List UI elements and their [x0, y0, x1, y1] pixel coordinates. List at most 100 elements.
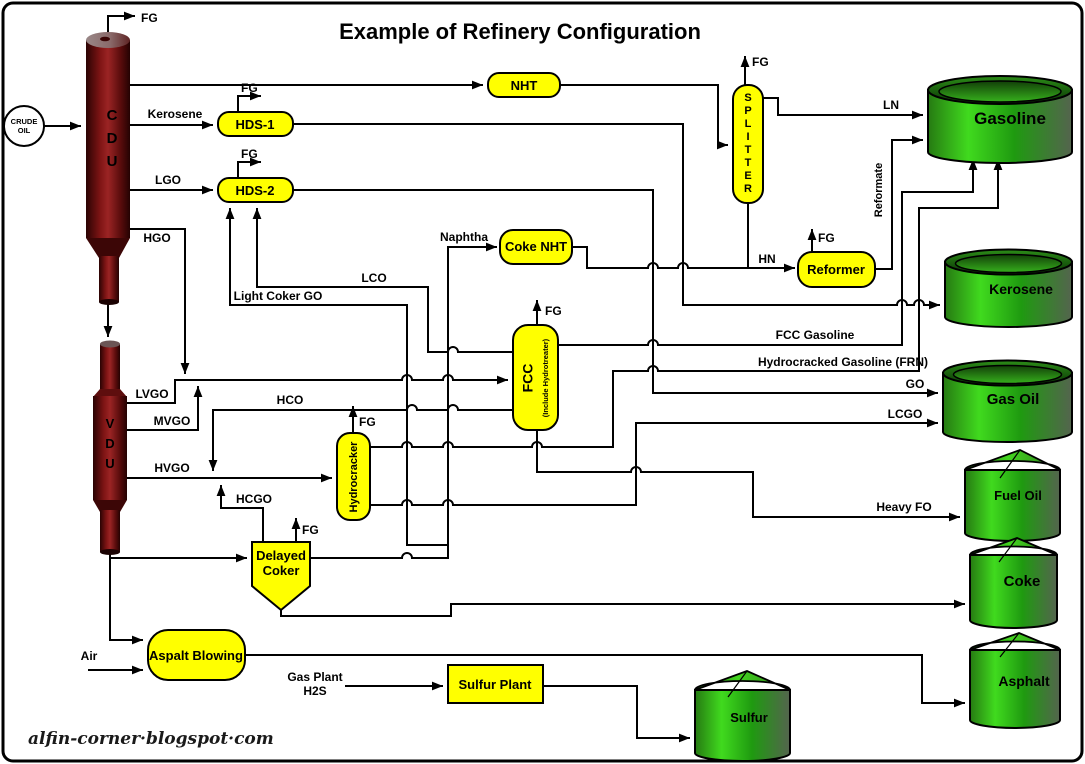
- line-hgo: [130, 228, 190, 374]
- gas-plant-label1: Gas Plant: [287, 670, 342, 684]
- tank-sulfur: Sulfur: [694, 670, 791, 762]
- fuel-oil-body: [964, 469, 1061, 542]
- fcc-box: [512, 324, 559, 431]
- gas-oil-rim-inner: [952, 364, 1063, 385]
- lgo-label: LGO: [155, 173, 181, 187]
- unit-hydrocracker: Hydrocracker: [336, 432, 371, 521]
- unit-reformer: Reformer: [797, 251, 876, 288]
- hcgo-label: HCGO: [236, 492, 272, 506]
- line-coker-coke-tank: [280, 599, 965, 617]
- tank-fuel-oil: Fuel Oil: [964, 449, 1061, 542]
- lvgo-label: LVGO: [135, 387, 168, 401]
- asphalt-body: [969, 649, 1061, 729]
- fg-hydrocracker-label: FG: [359, 415, 376, 429]
- asphalt-roof: [969, 632, 1061, 652]
- air-label: Air: [81, 649, 98, 663]
- kerosene-rim-inner: [954, 253, 1063, 274]
- reformate-label: Reformate: [873, 163, 885, 217]
- delayed-coker-label1: Delayed: [256, 548, 306, 563]
- coke-roof: [969, 537, 1058, 557]
- light-coker-go-label: Light Coker GO: [234, 289, 323, 303]
- mvgo-label: MVGO: [154, 414, 191, 428]
- cdu-vent: [100, 36, 110, 42]
- unit-nht: NHT: [487, 72, 561, 98]
- unit-hds2: HDS-2: [217, 177, 294, 203]
- line-heavy-fo: [536, 430, 960, 522]
- coke-body: [969, 554, 1058, 629]
- line-hydrocracked-gasoline: [370, 159, 1003, 448]
- unit-coke-nht: Coke NHT: [499, 229, 573, 265]
- kerosene-stream-label: Kerosene: [148, 107, 203, 121]
- gas-oil-body: [942, 372, 1073, 443]
- line-light-coker-go: [225, 208, 448, 546]
- sulfur-roof: [694, 670, 791, 692]
- hvgo-label: HVGO: [154, 461, 189, 475]
- unit-delayed-coker: Delayed Coker: [251, 541, 311, 612]
- hds2-label: HDS-2: [235, 183, 274, 198]
- line-sulfurplant-sulfur-tank: [543, 685, 690, 743]
- line-hds1-kerosene-tank: [293, 123, 940, 310]
- kerosene-label: Kerosene: [989, 281, 1053, 297]
- fg-hds2-label: FG: [241, 147, 258, 161]
- heavy-fo-label: Heavy FO: [876, 500, 931, 514]
- process-lines: [44, 11, 1003, 743]
- splitter-box: [732, 84, 764, 204]
- sulfur-plant-box: [447, 664, 544, 704]
- vdu-body: [93, 396, 127, 500]
- coke-nht-box: [499, 229, 573, 265]
- gas-oil-label: Gas Oil: [987, 391, 1040, 408]
- line-hcgo: [216, 485, 264, 542]
- line-nht-splitter: [560, 84, 728, 150]
- vdu-bottom: [100, 549, 120, 555]
- vdu-neck-bottom: [100, 510, 120, 552]
- line-fcc-gasoline: [558, 159, 978, 346]
- cdu-tail: [99, 256, 119, 302]
- reformer-box: [797, 251, 876, 288]
- tank-gasoline: Gasoline: [927, 75, 1073, 164]
- fcc-gasoline-label: FCC Gasoline: [776, 328, 855, 342]
- sulfur-plant-label: Sulfur Plant: [459, 677, 533, 692]
- hds1-label: HDS-1: [235, 117, 274, 132]
- hco-label: HCO: [277, 393, 304, 407]
- delayed-coker-box: [251, 541, 311, 612]
- coke-label: Coke: [1004, 573, 1041, 590]
- line-cdu-fg: [107, 11, 135, 33]
- tank-coke: Coke: [969, 537, 1058, 629]
- hydrocracked-gasoline-label: Hydrocracked Gasoline (FRN): [758, 355, 928, 369]
- crude-oil-line2: OIL: [18, 126, 31, 135]
- fg-coker-label: FG: [302, 523, 319, 537]
- fg-reformer-label: FG: [818, 231, 835, 245]
- crude-oil-line1: CRUDE: [11, 117, 38, 126]
- unit-hds1: HDS-1: [217, 111, 294, 137]
- line-hds1-fg: [237, 91, 261, 112]
- tank-asphalt: Asphalt: [969, 632, 1061, 729]
- reformer-label: Reformer: [807, 262, 865, 277]
- fcc-label: FCC: [520, 364, 536, 393]
- asphalt-roof-edge: [999, 632, 1020, 658]
- nht-box: [487, 72, 561, 98]
- gas-plant-label2: H2S: [303, 684, 326, 698]
- unit-fcc: FCC (Include Hydrotreater): [512, 324, 559, 431]
- asphalt-label: Asphalt: [998, 673, 1050, 689]
- line-ln-gasoline: [763, 97, 923, 120]
- go-label: GO: [906, 377, 925, 391]
- line-aspalt-asphalt-tank: [245, 654, 965, 708]
- hgo-label: HGO: [143, 231, 170, 245]
- line-lco-hds2: [252, 208, 513, 353]
- hds2-box: [217, 177, 294, 203]
- nht-label: NHT: [511, 78, 538, 93]
- fcc-sublabel: (Include Hydrotreater): [541, 338, 550, 417]
- fg-splitter-label: FG: [752, 55, 769, 69]
- cdu-cone: [86, 238, 130, 258]
- crude-oil-circle: [3, 105, 45, 147]
- line-lcgo-gasoil: [370, 418, 938, 506]
- gasoline-label: Gasoline: [974, 109, 1046, 128]
- line-hds2-go-gasoil: [293, 189, 938, 398]
- lcgo-label: LCGO: [888, 407, 923, 421]
